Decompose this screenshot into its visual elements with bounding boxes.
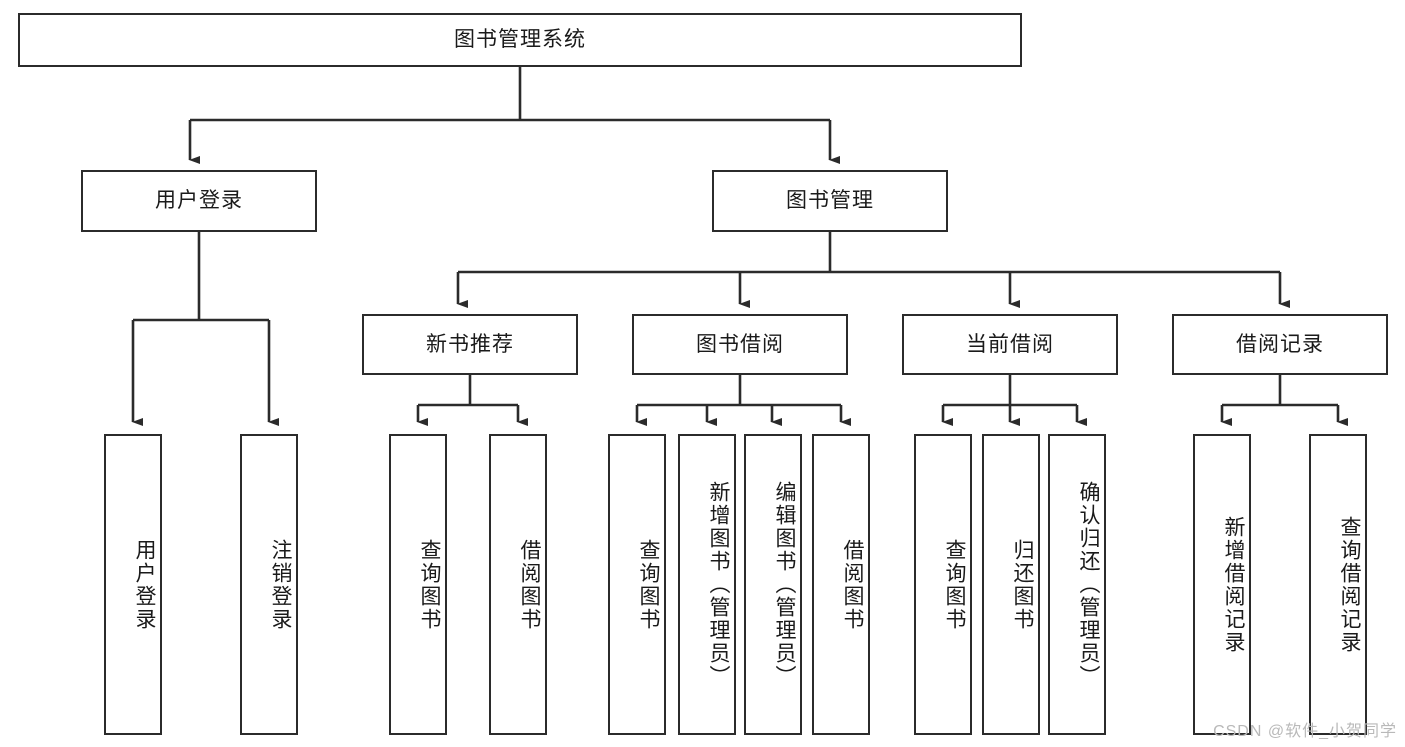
node-borrow-record[interactable]: 借阅记录 <box>1172 314 1388 375</box>
node-leaf-query-book-1-label: 查询图书 <box>418 538 441 631</box>
node-book-borrow[interactable]: 图书借阅 <box>632 314 848 375</box>
node-leaf-borrow-book-2-label: 借阅图书 <box>841 538 864 631</box>
watermark: CSDN @软件_小贺同学 <box>1213 723 1397 740</box>
node-leaf-confirm-return[interactable]: 确认归还（管理员） <box>1048 434 1106 735</box>
node-leaf-query-book-3-label: 查询图书 <box>943 538 966 631</box>
node-leaf-user-login[interactable]: 用户登录 <box>104 434 162 735</box>
node-leaf-add-book-label: 新增图书（管理员） <box>707 481 730 688</box>
node-leaf-query-record[interactable]: 查询借阅记录 <box>1309 434 1367 735</box>
node-new-book-recommend[interactable]: 新书推荐 <box>362 314 578 375</box>
node-book-management-label: 图书管理 <box>786 189 874 213</box>
node-leaf-borrow-book-1-label: 借阅图书 <box>518 538 541 631</box>
node-leaf-query-record-label: 查询借阅记录 <box>1338 515 1361 654</box>
node-book-borrow-label: 图书借阅 <box>696 332 784 356</box>
node-root-label: 图书管理系统 <box>454 28 586 52</box>
node-leaf-query-book-2[interactable]: 查询图书 <box>608 434 666 735</box>
node-leaf-add-book[interactable]: 新增图书（管理员） <box>678 434 736 735</box>
node-leaf-add-record[interactable]: 新增借阅记录 <box>1193 434 1251 735</box>
node-leaf-query-book-3[interactable]: 查询图书 <box>914 434 972 735</box>
node-user-login[interactable]: 用户登录 <box>81 170 317 232</box>
node-leaf-confirm-return-label: 确认归还（管理员） <box>1077 481 1100 688</box>
node-book-management[interactable]: 图书管理 <box>712 170 948 232</box>
node-current-borrow[interactable]: 当前借阅 <box>902 314 1118 375</box>
node-leaf-borrow-book-2[interactable]: 借阅图书 <box>812 434 870 735</box>
node-leaf-add-record-label: 新增借阅记录 <box>1222 515 1245 654</box>
node-leaf-borrow-book-1[interactable]: 借阅图书 <box>489 434 547 735</box>
node-leaf-edit-book[interactable]: 编辑图书（管理员） <box>744 434 802 735</box>
node-leaf-edit-book-label: 编辑图书（管理员） <box>773 481 796 688</box>
node-leaf-query-book-1[interactable]: 查询图书 <box>389 434 447 735</box>
node-leaf-user-login-label: 用户登录 <box>133 538 156 631</box>
node-leaf-user-logout-label: 注销登录 <box>269 538 292 631</box>
node-borrow-record-label: 借阅记录 <box>1236 332 1324 356</box>
node-leaf-query-book-2-label: 查询图书 <box>637 538 660 631</box>
node-leaf-return-book[interactable]: 归还图书 <box>982 434 1040 735</box>
node-leaf-return-book-label: 归还图书 <box>1011 538 1034 631</box>
node-user-login-label: 用户登录 <box>155 189 243 213</box>
node-current-borrow-label: 当前借阅 <box>966 332 1054 356</box>
node-leaf-user-logout[interactable]: 注销登录 <box>240 434 298 735</box>
node-new-book-recommend-label: 新书推荐 <box>426 332 514 356</box>
node-root[interactable]: 图书管理系统 <box>18 13 1022 67</box>
